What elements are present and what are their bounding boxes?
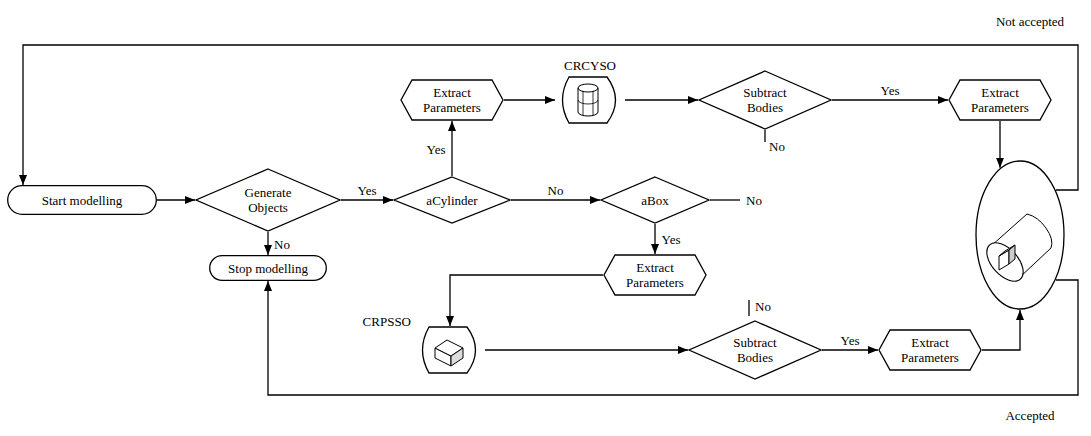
parameter-hexagon: Extract Parameters [948,79,1052,121]
node-outline [975,160,1065,310]
flow-arrow [341,199,393,200]
diamond-outline [601,177,709,223]
node-text: aBox [641,193,668,208]
diamond-outline [699,71,831,129]
flow-arrow [654,224,655,254]
terminal-box: Stop modelling [209,255,327,281]
edge-label: No [272,236,292,251]
hexagon-outline [604,255,706,295]
parameter-hexagon: Extract Parameters [400,79,504,121]
cylinder-face [980,236,1030,288]
hexagon-outline [949,80,1051,120]
diamond-outline [394,177,510,223]
terminal-outline [8,186,157,215]
flow-arrow [822,349,878,350]
edge-label: Not accepted [994,14,1066,29]
diamond-outline [196,169,340,231]
edge-label: Yes [879,83,902,98]
display-outline [563,77,616,123]
flow-arrow [450,275,603,326]
node-outline [415,326,485,374]
result-circle [975,160,1065,310]
decision-diamond: Subtract Bodies [688,320,822,380]
edge-label: Accepted [1003,408,1056,423]
flow-arrow [511,199,600,200]
flow-arrow [451,121,452,176]
flow-arrow [504,99,555,100]
branch-stub [748,300,749,316]
flow-arrow [982,310,1020,350]
cylinder-solid-icon: CRCYSO [555,76,625,124]
node-text: aCylinder [426,193,477,208]
node-text: Subtract Bodies [725,335,785,365]
hexagon-outline [401,80,503,120]
parameter-hexagon: Extract Parameters [603,254,707,296]
cylinder-drawing [578,91,598,115]
box-drawing [451,348,463,366]
branch-label: No [744,193,764,208]
node-text: Extract Parameters [964,85,1036,115]
parameter-hexagon: Extract Parameters [878,329,982,371]
edge-label: Yes [356,183,379,198]
flow-arrow [157,199,195,200]
branch-stub [764,130,765,142]
cylinder-drawing [1027,214,1052,248]
flow-arrow [268,280,1078,395]
node-text: Generate Objects [233,185,303,215]
edge-label: Yes [660,232,683,247]
flow-arrow [832,99,948,100]
edge-label: Yes [425,141,448,156]
flow-arrow [267,232,268,255]
node-text: Extract Parameters [619,260,691,290]
cylinder-drawing [578,84,598,92]
decision-diamond: aCylinder [393,176,511,224]
terminal-outline [210,256,327,281]
node-text: Extract Parameters [416,85,488,115]
branch-stub [710,199,740,200]
branch-label: No [753,299,773,314]
decision-diamond: aBox [600,176,710,224]
decision-diamond: Subtract Bodies [698,70,832,130]
node-text: Subtract Bodies [735,85,795,115]
flow-arrow [23,45,1078,190]
node-text: Stop modelling [228,261,308,276]
hexagon-outline [879,330,981,370]
display-outline [423,327,476,373]
icon-label: CRPSSO [363,314,411,329]
node-text: Start modelling [42,193,123,208]
node-outline [555,76,625,124]
terminal-box: Start modelling [7,185,157,215]
diamond-outline [689,321,821,379]
flow-arrow [625,99,698,100]
box-drawing [1009,245,1015,264]
edge-label: Yes [839,333,862,348]
flow-arrow [999,121,1000,168]
box-solid-icon: CRPSSO [415,326,485,374]
edge-label: No [546,183,566,198]
node-text: Extract Parameters [894,335,966,365]
decision-diamond: Generate Objects [195,168,341,232]
cylinder-drawing [578,88,598,116]
branch-label: No [767,139,787,154]
flow-arrow [485,349,688,350]
result-outline [976,161,1064,309]
icon-label: CRCYSO [564,58,616,73]
